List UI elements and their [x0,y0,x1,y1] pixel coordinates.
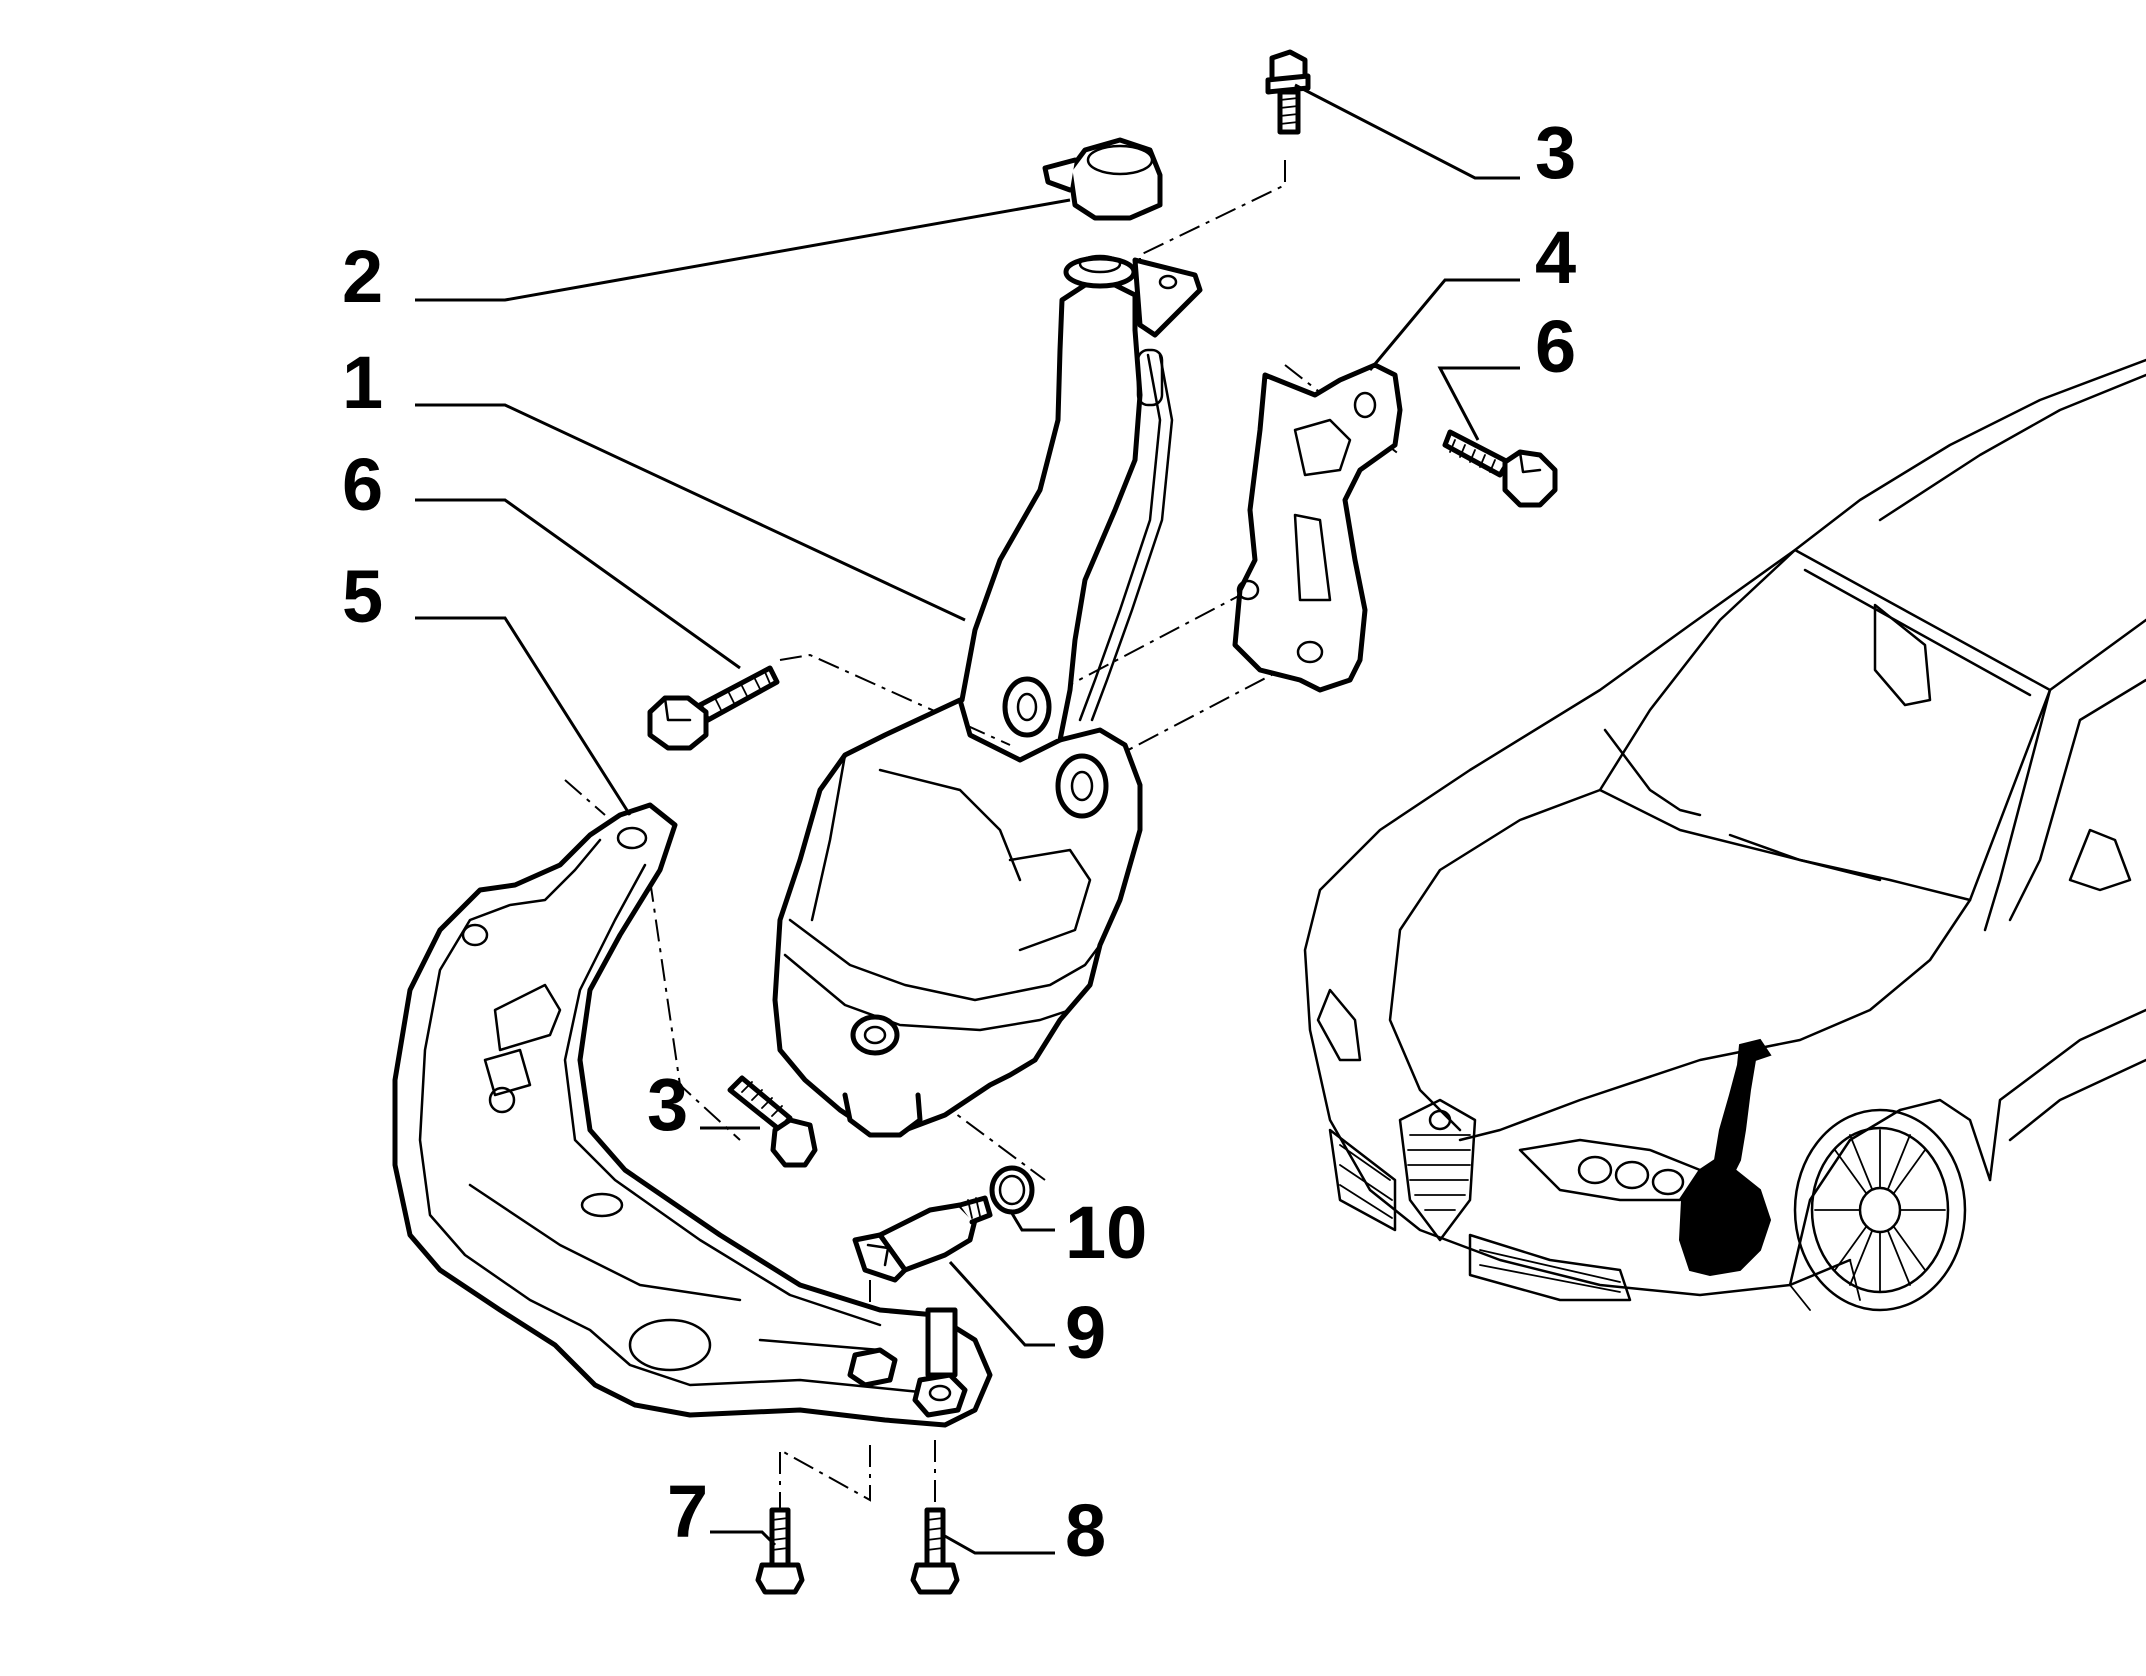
mounting-bracket [1232,362,1403,693]
callout-7: 7 [667,1470,708,1553]
leader-lines [415,83,1520,1555]
washer-reservoir [772,254,1203,1138]
callout-9: 9 [1065,1291,1106,1374]
bolt-7 [755,1507,805,1595]
bolt-right [1442,429,1558,508]
callout-3-top: 3 [1535,111,1576,194]
seal-ring [989,1165,1035,1215]
support-tray [392,802,993,1428]
bolt-top [1265,49,1311,135]
bolt-middle [727,1075,818,1168]
callout-1: 1 [342,341,383,424]
callout-5: 5 [342,555,383,638]
bolt-8 [910,1507,960,1595]
callout-6-left: 6 [342,443,383,526]
vehicle-location-view [1303,358,2146,1312]
callout-10: 10 [1065,1191,1147,1274]
filler-cap [1042,137,1163,221]
callout-6-right: 6 [1535,305,1576,388]
bolt-left [647,665,780,751]
callout-8: 8 [1065,1489,1106,1572]
reservoir-location-highlight [1678,1038,1772,1277]
callout-numbers: 1 2 3 3 4 5 6 6 7 8 9 10 [342,111,1576,1572]
callout-2: 2 [342,235,383,318]
callout-3-middle: 3 [647,1063,688,1146]
callout-4: 4 [1535,216,1576,299]
washer-pump [852,1195,993,1283]
